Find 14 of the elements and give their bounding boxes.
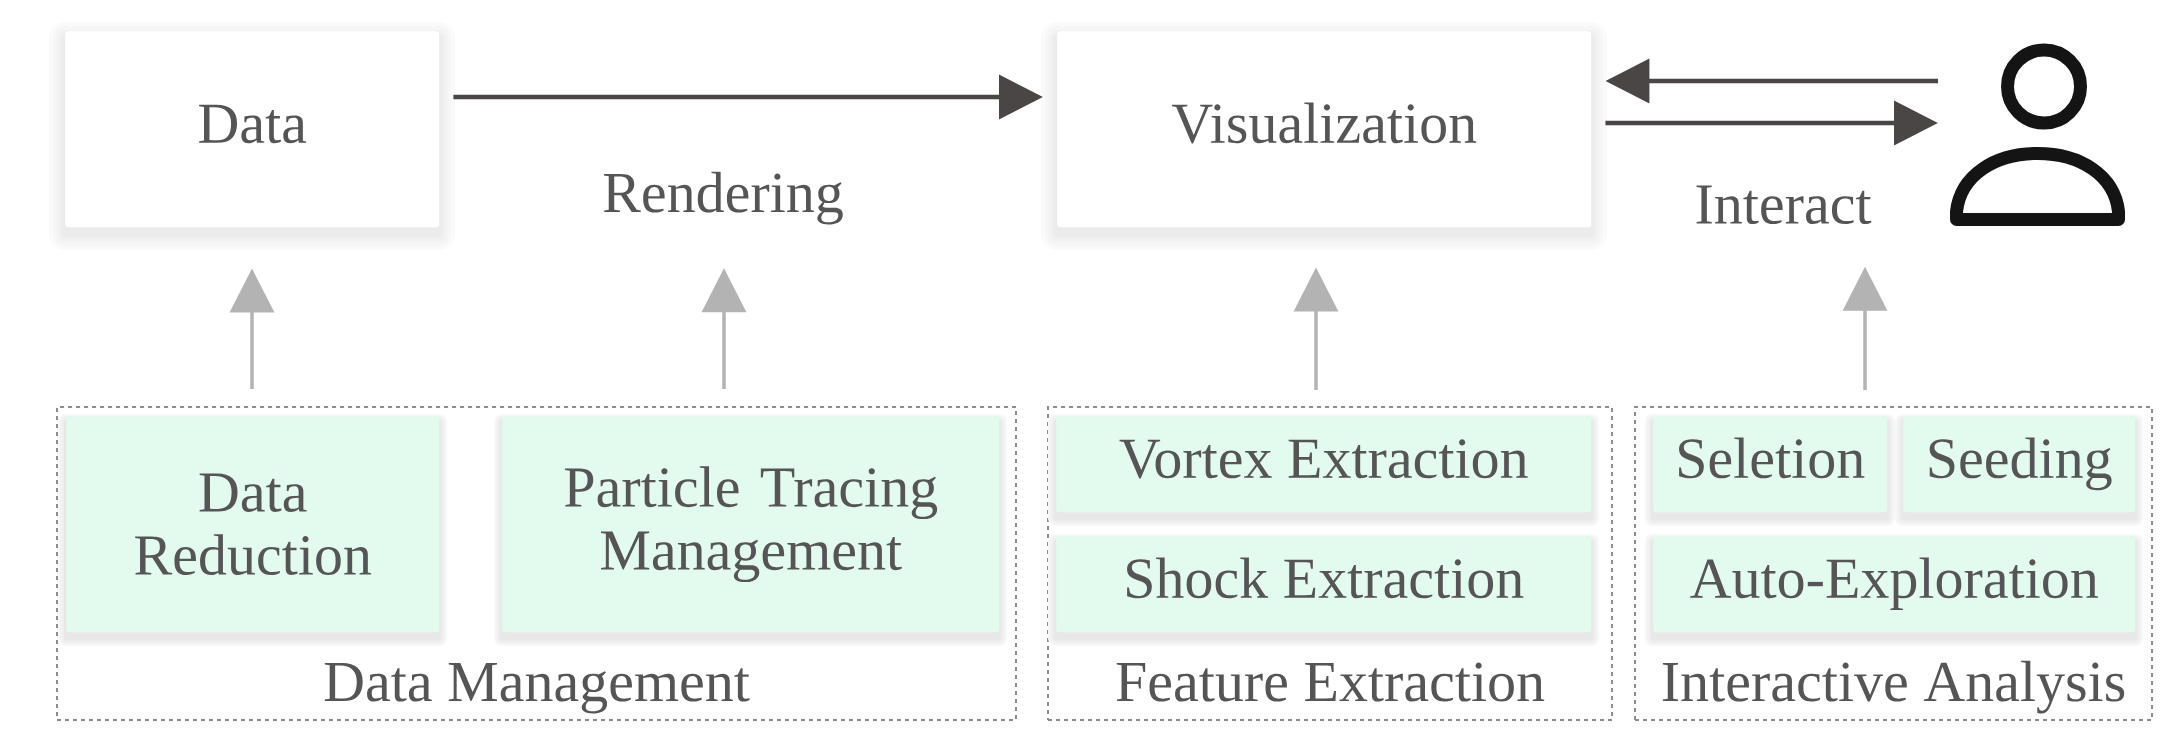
process-box: Shock Extraction (1048, 534, 1599, 646)
process-box: Vortex Extraction (1048, 414, 1599, 526)
process-label: Interact (1696, 185, 1872, 225)
process-box: Data Reduction (58, 414, 447, 646)
person-icon (1950, 43, 2125, 226)
process-box: Seletion (1645, 414, 1895, 526)
process-box: Seeding (1895, 414, 2143, 526)
node-label: Seeding (1929, 437, 2112, 491)
process-box: Auto-Exploration (1645, 534, 2143, 646)
process-label: Rendering (603, 171, 843, 225)
process-box: Particle Tracing Management (494, 414, 1007, 646)
process-box: Visualization (1041, 22, 1607, 250)
node-label: Seletion (1679, 437, 1865, 479)
process-box: Data (49, 22, 455, 250)
